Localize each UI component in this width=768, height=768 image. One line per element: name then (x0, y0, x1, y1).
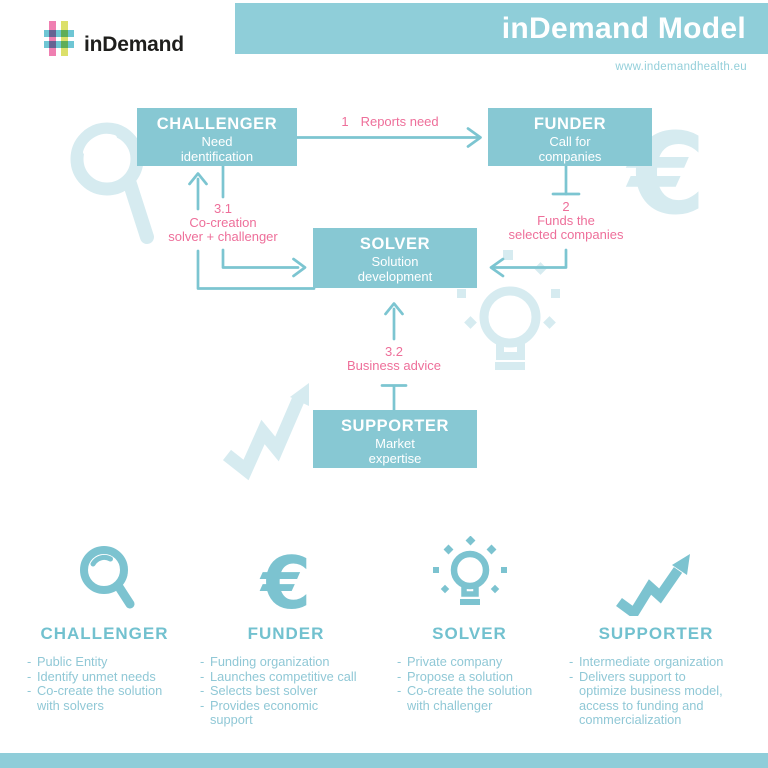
supporter-node-subtitle: Market expertise (368, 436, 422, 466)
title-banner: inDemand Model (235, 3, 768, 54)
funder-node-subtitle: Call for companies (538, 134, 602, 164)
legend-supporter-name: SUPPORTER (598, 624, 714, 643)
step-2-text: Funds the selected companies (508, 212, 624, 242)
list-item: -Co-create the solution with solvers (27, 683, 163, 713)
list-item: -Propose a solution (397, 668, 513, 684)
website-link[interactable]: www.indemandhealth.eu (615, 61, 747, 73)
step-3-1-label: 3.1 Co-creation solver + challenger (145, 202, 301, 243)
list-item: -Private company (397, 654, 503, 669)
legend-supporter: SUPPORTER -Intermediate organization -De… (569, 528, 743, 728)
challenger-node-subtitle: Need identification (180, 134, 254, 164)
list-item: -Provides economic support (200, 697, 319, 728)
step-3-2-label: 3.2 Business advice (314, 345, 474, 373)
challenger-node: CHALLENGER Need identification (137, 108, 297, 166)
euro-icon: € (260, 541, 312, 625)
legend-funder-name: FUNDER (247, 624, 325, 643)
legend-funder: € FUNDER -Funding organization -Launches… (200, 528, 372, 728)
step-2-number: 2 (562, 199, 570, 214)
list-item: -Co-create the solution with challenger (397, 683, 533, 713)
trend-arrow-watermark (222, 383, 309, 481)
magnifier-icon (79, 546, 134, 609)
page-title: inDemand Model (501, 11, 746, 45)
legend-solver: SOLVER -Private company -Propose a solut… (397, 528, 542, 713)
solver-node-subtitle: Solution development (357, 254, 433, 284)
funder-node: FUNDER Call for companies (488, 108, 652, 166)
list-item: -Public Entity (27, 654, 108, 669)
legend-challenger-name: CHALLENGER (40, 624, 169, 643)
step-3-1-number: 3.1 (213, 201, 233, 216)
step-3-2-number: 3.2 (384, 344, 404, 359)
step-1-text: Reports need (360, 114, 439, 129)
solver-node-title: SOLVER (359, 235, 431, 253)
legend-solver-name: SOLVER (432, 624, 507, 643)
step-3-2-text: Business advice (347, 357, 441, 373)
step-1-label: 1 Reports need (310, 115, 470, 129)
step-3-1-text: Co-creation solver + challenger (168, 214, 278, 244)
step-1-number: 1 (341, 114, 349, 129)
indemand-logo-hash-icon (44, 21, 74, 56)
funder-node-title: FUNDER (533, 115, 607, 133)
supporter-node-title: SUPPORTER (340, 417, 450, 435)
trend-arrow-icon (616, 554, 690, 616)
lightbulb-icon (432, 536, 507, 605)
list-item: -Funding organization (200, 654, 330, 669)
list-item: -Selects best solver (200, 683, 318, 699)
arrow-challenger-to-funder (295, 127, 482, 148)
solver-node: SOLVER Solution development (313, 228, 477, 288)
legend-challenger: CHALLENGER -Public Entity -Identify unme… (27, 528, 182, 713)
list-item: -Intermediate organization (569, 654, 724, 669)
step-2-label: 2 Funds the selected companies (486, 200, 646, 241)
indemand-logo-text: inDemand (84, 33, 184, 56)
supporter-node: SUPPORTER Market expertise (313, 410, 477, 468)
list-item: -Launches competitive call (200, 668, 357, 684)
list-item: -Delivers support to optimize business m… (569, 668, 723, 728)
footer-bar (0, 753, 768, 768)
challenger-node-title: CHALLENGER (156, 115, 278, 133)
list-item: -Identify unmet needs (27, 668, 156, 684)
